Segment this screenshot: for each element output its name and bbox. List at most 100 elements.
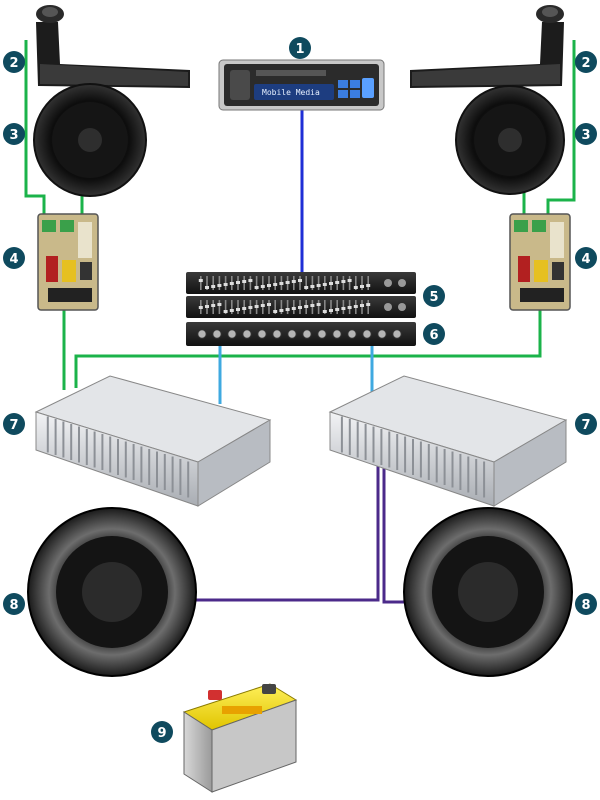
electronic-crossover bbox=[186, 322, 416, 346]
eq-slider bbox=[305, 276, 307, 290]
eq-slider bbox=[355, 276, 357, 290]
heatsink-fins bbox=[46, 416, 190, 498]
crossover-knob bbox=[287, 329, 297, 339]
eq-slider-knob bbox=[217, 284, 222, 287]
eq-slider-knob bbox=[217, 303, 222, 306]
eq-slider-knob bbox=[310, 304, 315, 307]
graphic-equalizer bbox=[186, 272, 416, 318]
svg-text:5: 5 bbox=[429, 290, 438, 305]
svg-text:8: 8 bbox=[9, 598, 18, 613]
eq-slider-knob bbox=[285, 308, 290, 311]
crossover-knob bbox=[197, 329, 207, 339]
eq-slider bbox=[367, 300, 369, 314]
crossover-knob bbox=[242, 329, 252, 339]
eq-slider-knob bbox=[273, 310, 278, 313]
number-badge: 9 bbox=[151, 721, 173, 743]
number-badge: 4 bbox=[575, 247, 597, 269]
eq-slider-knob bbox=[242, 307, 247, 310]
eq-slider-knob bbox=[205, 305, 209, 308]
eq-slider-knob bbox=[353, 286, 358, 289]
subwoofer-right bbox=[403, 507, 573, 677]
crossover-knob bbox=[317, 329, 327, 339]
eq-slider-knob bbox=[304, 305, 309, 308]
head-unit-display: Mobile Media bbox=[262, 88, 320, 97]
eq-slider bbox=[330, 300, 332, 314]
eq-slider-knob bbox=[229, 282, 234, 285]
sub-wire bbox=[180, 458, 380, 602]
eq-slider-knob bbox=[322, 283, 327, 286]
eq-slider bbox=[255, 276, 258, 290]
eq-slider bbox=[218, 276, 221, 290]
eq-slider-knob bbox=[273, 283, 278, 286]
eq-slider-knob bbox=[341, 307, 346, 310]
number-badge: 7 bbox=[575, 413, 597, 435]
number-badge: 7 bbox=[3, 413, 25, 435]
eq-slider-knob bbox=[260, 304, 265, 307]
amplifier-right bbox=[328, 375, 568, 507]
speaker-wire bbox=[24, 40, 46, 215]
number-badge: 5 bbox=[423, 285, 445, 307]
number-badge: 1 bbox=[289, 37, 311, 59]
passive-crossover-right bbox=[509, 213, 571, 311]
eq-sliders bbox=[198, 276, 406, 314]
component-badges: 1 2 2 3 3 4 4 5 6 7 7 8 8 9 bbox=[3, 37, 597, 743]
battery bbox=[182, 683, 298, 793]
head-unit: Mobile Media bbox=[218, 59, 385, 111]
eq-slider bbox=[348, 276, 351, 290]
eq-slider-knob bbox=[335, 281, 340, 284]
eq-slider bbox=[274, 300, 276, 314]
eq-slider-knob bbox=[248, 279, 253, 282]
eq-slider-knob bbox=[304, 286, 309, 289]
crossover-knob bbox=[332, 329, 342, 339]
svg-text:6: 6 bbox=[429, 328, 438, 343]
svg-text:4: 4 bbox=[581, 252, 590, 267]
eq-knob bbox=[398, 279, 406, 287]
crossover-knob bbox=[347, 329, 357, 339]
eq-slider bbox=[262, 276, 264, 290]
midrange-speaker-right bbox=[455, 85, 565, 195]
eq-slider-knob bbox=[329, 309, 333, 312]
eq-slider-knob bbox=[291, 280, 296, 283]
svg-text:7: 7 bbox=[581, 418, 590, 433]
crossover-knob bbox=[257, 329, 267, 339]
eq-slider-knob bbox=[316, 303, 321, 306]
eq-slider bbox=[311, 276, 314, 290]
svg-text:8: 8 bbox=[581, 598, 590, 613]
crossover-knob bbox=[302, 329, 312, 339]
eq-slider bbox=[212, 276, 214, 290]
amplifier-left bbox=[34, 375, 272, 507]
sub-wire bbox=[382, 458, 410, 604]
svg-text:2: 2 bbox=[9, 56, 18, 71]
eq-slider-knob bbox=[366, 303, 371, 306]
eq-slider bbox=[286, 300, 289, 314]
crossover-knob bbox=[392, 329, 402, 339]
eq-slider bbox=[280, 300, 283, 314]
eq-slider-knob bbox=[223, 310, 228, 313]
eq-slider bbox=[218, 300, 221, 314]
svg-text:3: 3 bbox=[9, 128, 18, 143]
eq-slider-knob bbox=[198, 306, 203, 309]
svg-text:3: 3 bbox=[581, 128, 590, 143]
eq-slider-knob bbox=[229, 309, 234, 312]
eq-slider bbox=[367, 276, 369, 290]
eq-slider-knob bbox=[316, 284, 321, 287]
eq-slider-knob bbox=[198, 279, 203, 282]
heatsink-fins bbox=[340, 416, 486, 498]
eq-slider-knob bbox=[223, 283, 228, 286]
eq-slider-knob bbox=[360, 285, 364, 288]
number-badge: 6 bbox=[423, 323, 445, 345]
crossover-knob bbox=[362, 329, 372, 339]
crossover-knob bbox=[227, 329, 237, 339]
eq-slider bbox=[237, 300, 239, 314]
eq-slider-knob bbox=[236, 308, 240, 311]
tweeter-left bbox=[36, 5, 190, 88]
eq-slider bbox=[249, 276, 252, 290]
eq-slider bbox=[200, 276, 202, 290]
eq-slider-knob bbox=[267, 303, 271, 306]
number-badge: 2 bbox=[3, 51, 25, 73]
eq-slider-knob bbox=[254, 305, 259, 308]
eq-slider-knob bbox=[310, 285, 315, 288]
eq-slider-knob bbox=[254, 286, 259, 289]
eq-slider-knob bbox=[347, 306, 352, 309]
eq-slider bbox=[324, 300, 326, 314]
